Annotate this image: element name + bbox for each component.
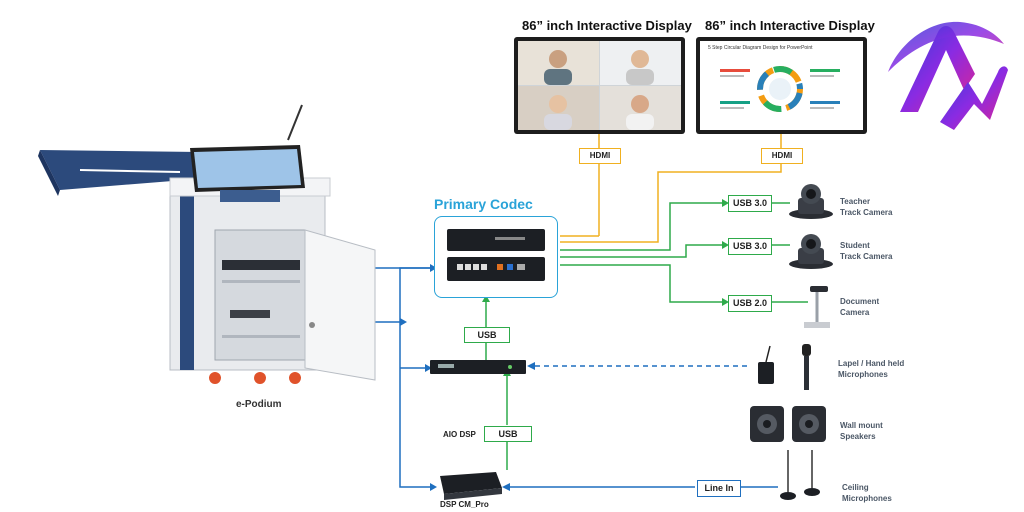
- aio-dsp-label: AIO DSP: [443, 430, 476, 439]
- slide-title: 5 Step Circular Diagram Design for Power…: [708, 45, 813, 51]
- usb-port-teacher-camera: USB 3.0: [728, 195, 772, 212]
- dsp-cm-pro-label: DSP CM_Pro: [440, 500, 489, 509]
- document-camera-label: Document Camera: [840, 297, 880, 317]
- display-2-title: 86” inch Interactive Display: [705, 18, 875, 33]
- interactive-display-2: 5 Step Circular Diagram Design for Power…: [696, 37, 867, 134]
- e-podium-label: e-Podium: [236, 399, 282, 410]
- hdmi-lines: [560, 134, 782, 243]
- hdmi-port-2: HDMI: [761, 148, 803, 164]
- usb-dsp-link: USB: [484, 426, 532, 442]
- microphones-label: Lapel / Hand held Microphones: [838, 359, 905, 379]
- video-conference-screen: [518, 41, 681, 130]
- teacher-camera-label: Teacher Track Camera: [840, 197, 893, 217]
- video-call-grid-icon: [518, 41, 681, 130]
- ceiling-mic-label: Ceiling Microphones: [842, 483, 892, 503]
- interactive-display-1: [514, 37, 685, 134]
- usb-lines: [482, 199, 808, 470]
- student-camera-label: Student Track Camera: [840, 241, 893, 261]
- brand-logo-icon: [888, 21, 1008, 130]
- usb-codec-link: USB: [464, 327, 510, 343]
- primary-codec-box: [434, 216, 558, 298]
- usb-port-document-camera: USB 2.0: [728, 295, 772, 312]
- wall-speakers-icon: [750, 406, 826, 442]
- speakers-label: Wall mount Speakers: [840, 421, 883, 441]
- line-in-port: Line In: [697, 480, 741, 497]
- aio-dsp-unit-icon: [430, 360, 526, 374]
- dsp-cm-pro-unit-icon: [440, 472, 502, 500]
- presentation-screen: 5 Step Circular Diagram Design for Power…: [700, 41, 863, 130]
- e-podium-image: [38, 104, 376, 384]
- circular-diagram-icon: [720, 66, 840, 112]
- ceiling-mic-icon: [780, 450, 820, 500]
- lapel-handheld-mic-icon: [758, 344, 811, 390]
- usb-port-student-camera: USB 3.0: [728, 238, 772, 255]
- document-camera-icon: [804, 286, 830, 328]
- teacher-camera-icon: [789, 184, 833, 219]
- primary-codec-title: Primary Codec: [434, 196, 533, 212]
- student-camera-icon: [789, 234, 833, 269]
- hdmi-port-1: HDMI: [579, 148, 621, 164]
- display-1-title: 86” inch Interactive Display: [522, 18, 692, 33]
- codec-unit-icon: [447, 229, 545, 281]
